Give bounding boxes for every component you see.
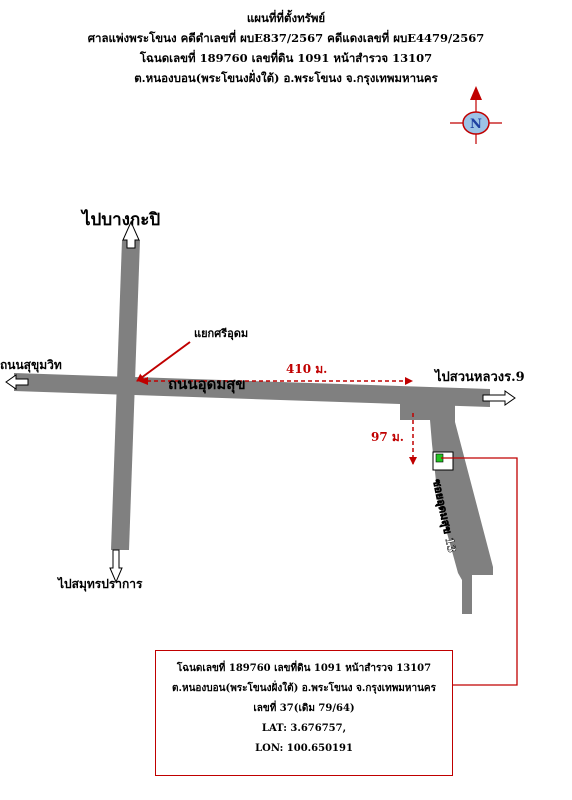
compass-letter: N	[470, 117, 482, 132]
intersection-pointer	[136, 341, 191, 382]
info-longitude: LON: 100.650191	[255, 743, 353, 754]
south-arrow-icon	[109, 549, 123, 584]
west-arrow-icon	[5, 374, 29, 390]
north-arrow-icon	[122, 220, 140, 249]
property-marker	[432, 451, 454, 471]
info-deed: โฉนดเลขที่ 189760 เลขที่ดิน 1091 หน้าสำร…	[176, 663, 432, 674]
distance-line-main	[138, 377, 413, 385]
info-latitude: LAT: 3.676757,	[261, 723, 347, 734]
east-destination-label: ไปสวนหลวงร.9	[435, 370, 525, 385]
intersection-label: แยกศรีอุดม	[194, 327, 249, 340]
distance-main-label: 410 ม.	[286, 362, 328, 376]
compass-north-icon: N	[450, 86, 502, 144]
main-road-label: ถนนอุดมสุข	[168, 375, 246, 393]
south-destination-label: ไปสมุทรปราการ	[58, 577, 143, 591]
info-location: ต.หนองบอน(พระโขนงฝั่งใต้) อ.พระโขนง จ.กร…	[172, 683, 436, 694]
distance-soi-label: 97 ม.	[371, 430, 404, 444]
north-south-road	[111, 240, 140, 550]
header-deed-number: โฉนดเลขที่ 189760 เลขที่ดิน 1091 หน้าสำร…	[139, 51, 433, 65]
main-road-udomsuk	[14, 373, 490, 407]
property-info-box: โฉนดเลขที่ 189760 เลขที่ดิน 1091 หน้าสำร…	[155, 650, 453, 776]
property-leader-line	[441, 457, 518, 686]
header-location: ต.หนองบอน(พระโขนงฝั่งใต้) อ.พระโขนง จ.กร…	[134, 71, 438, 85]
info-house-number: เลขที่ 37(เดิม 79/64)	[253, 703, 355, 714]
west-destination-label: ถนนสุขุมวิท	[0, 358, 62, 372]
header-title: แผนที่ที่ตั้งทรัพย์	[246, 11, 326, 25]
header-case-number: ศาลแพ่งพระโขนง คดีดำเลขที่ ผบE837/2567 ค…	[87, 31, 485, 45]
north-destination-label: ไปบางกะปิ	[82, 210, 161, 230]
soi-road	[400, 396, 493, 614]
east-arrow-icon	[482, 390, 516, 406]
map-header: แผนที่ที่ตั้งทรัพย์ ศาลแพ่งพระโขนง คดีดำ…	[0, 8, 572, 88]
